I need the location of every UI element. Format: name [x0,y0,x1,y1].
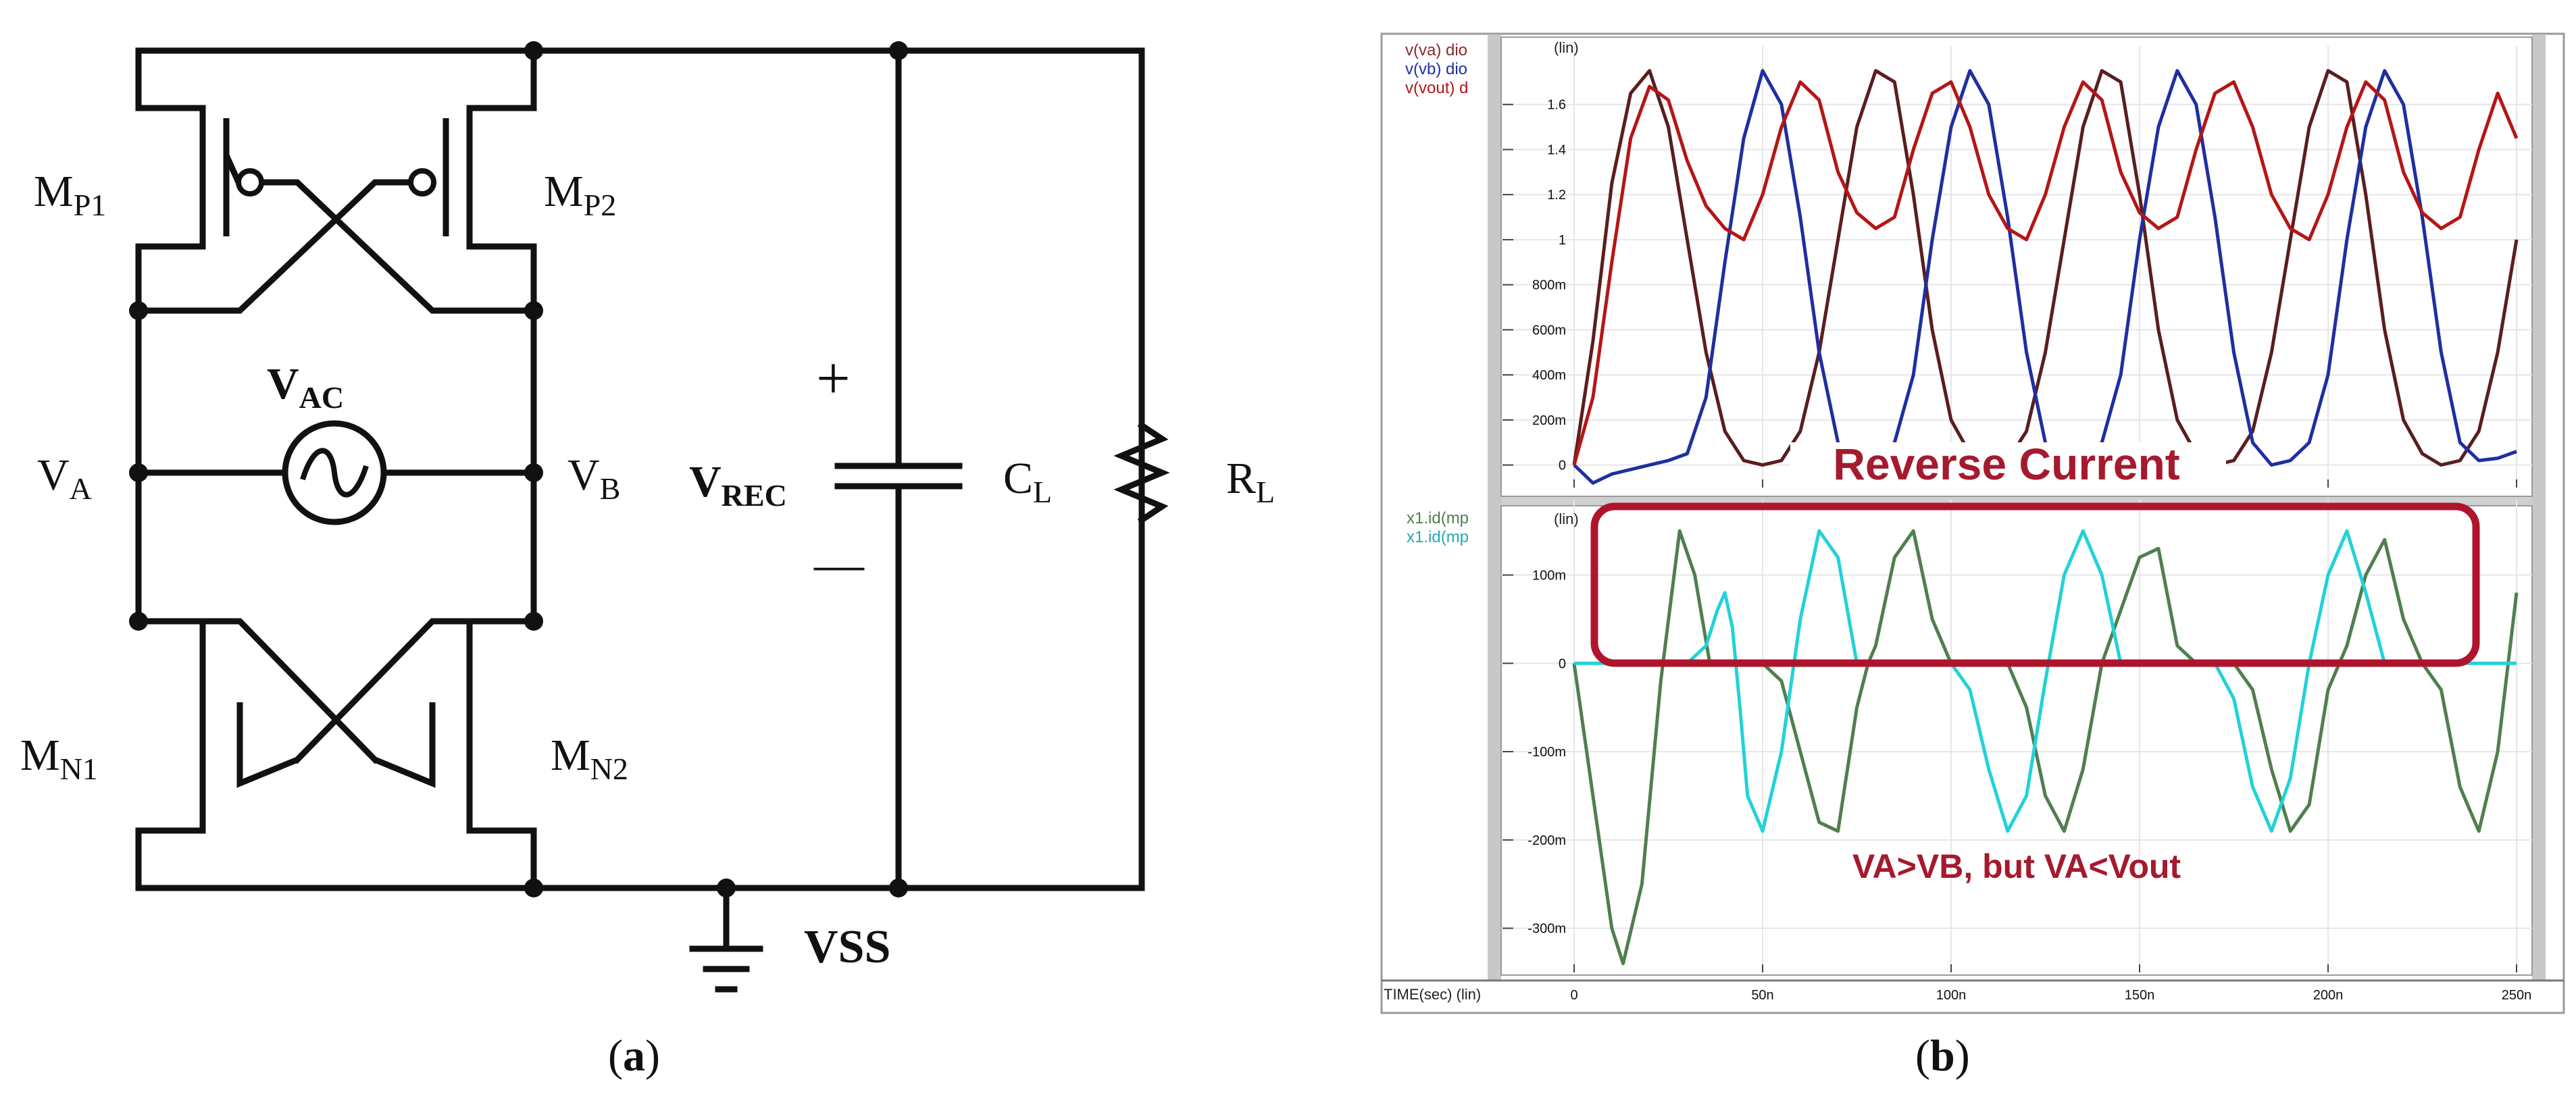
label-mn1: MN1 [20,731,98,786]
scope-left-scrollbar[interactable] [1488,35,1501,981]
x-tick-label: 100n [1936,988,1967,1003]
label-rl: RL [1226,454,1275,509]
label-vb: VB [567,450,620,506]
y-tick-label: 0 [1559,656,1566,671]
bottom-yticks: -300m -200m -100m 0 100m [1502,569,1566,937]
y-tick-label: 600m [1532,323,1566,338]
y-tick-label: 0 [1559,459,1566,473]
series-line-x1-id-mp-1 [1574,529,2517,833]
top-yticks: 0 200m 400m 600m 800m 1 1.2 1.4 1.6 [1502,98,1566,473]
reverse-current-label-bg [1790,442,2226,491]
sine-icon [300,448,369,498]
node-top-cap [889,41,908,60]
y-tick-label: -200m [1527,833,1566,848]
legend-bottom-idb: x1.id(mp [1407,528,1469,546]
x-tick-label: 50n [1751,988,1773,1003]
scope-right-scrollbar[interactable] [2532,35,2546,981]
label-vac: VAC [267,359,344,415]
top-rail [135,47,1145,891]
label-minus: — [813,537,865,592]
label-vrec: VREC [689,457,787,513]
reverse-current-box [1590,502,2480,667]
series-line-v-vout--2 [1572,80,2519,466]
pmos-cross-1 [259,179,537,314]
legend-bottom-ida: x1.id(mp [1407,509,1469,527]
node-bottom [524,879,543,897]
label-va: VA [37,450,92,506]
label-vss: VSS [804,921,890,973]
y-tick-label: 200m [1532,413,1566,428]
nmos-cross-2 [293,618,537,764]
pmos-mp2 [408,105,537,311]
legend-top-vout: v(vout) d [1405,79,1468,97]
caption-b: (b) [1915,1031,1970,1080]
label-mn2: MN2 [551,731,628,786]
node-top [524,41,543,60]
caption-a: (a) [608,1031,660,1080]
xticks: 0 50n 100n 150n 200n 250n [1570,988,2531,1003]
lin-label-top: (lin) [1554,39,1579,56]
resistor-zigzag [1113,421,1170,525]
x-tick-label: 150n [2125,988,2155,1003]
lin-label-bottom: (lin) [1554,511,1579,527]
pmos-mp1 [135,105,264,311]
condition-label: VA>VB, but VA<Vout [1852,847,2181,885]
label-plus: + [816,345,851,412]
y-tick-label: 1 [1559,233,1566,248]
pmos-cross-2 [135,179,413,314]
reverse-current-label: Reverse Current [1833,439,2180,489]
legend-top-va: v(va) dio [1405,41,1467,59]
scope-frame [1380,32,2565,1014]
y-tick-label: 800m [1532,278,1566,293]
y-tick-label: -100m [1527,745,1566,760]
x-tick-label: 0 [1570,988,1577,1003]
y-tick-label: 1.4 [1547,142,1566,157]
label-mp1: MP1 [34,167,106,222]
x-tick-label: 250n [2502,988,2532,1003]
y-tick-label: -300m [1527,922,1566,937]
y-tick-label: 1.2 [1547,188,1566,203]
label-mp2: MP2 [544,167,616,222]
schematic-panel: MP1 MP2 MN1 MN2 VA VB VAC + VREC — CL RL… [20,41,1275,1080]
waveform-panel: 0 200m 400m 600m 800m 1 1.2 1.4 1.6 -300m -200m -1… [1380,32,2565,1080]
top-grid [1501,46,2532,488]
y-tick-label: 1.6 [1547,98,1566,113]
xaxis-title: TIME(sec) (lin) [1384,986,1481,1003]
legend-top-vb: v(vb) dio [1405,60,1467,78]
label-cl: CL [1003,454,1052,509]
x-tick-label: 200n [2313,988,2344,1003]
y-tick-label: 400m [1532,368,1566,383]
node-bottom-cap [889,879,908,897]
ground-icon [689,885,763,993]
nmos-cross-1 [135,618,380,764]
y-tick-label: 100m [1532,569,1566,583]
